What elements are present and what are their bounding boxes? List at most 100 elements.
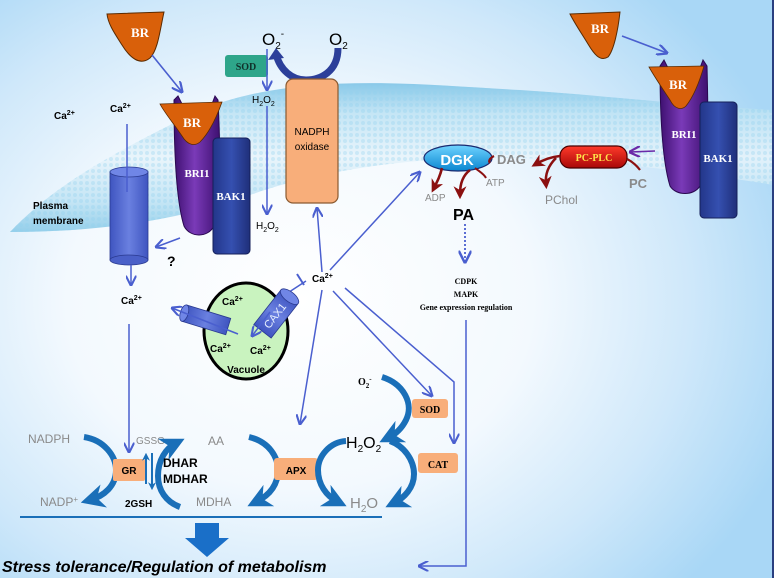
dgk-enzyme: DGK [423,144,493,172]
gr-label: GR [122,466,138,477]
left-bri1-label: BRI1 [184,168,209,180]
sod-top-box: SOD [225,55,268,77]
right-br-bound-label: BR [669,77,688,92]
outcome-down-arrow [185,523,229,557]
ca-vacuole-1: Ca2+ [222,296,243,308]
ca-vacuole-2: Ca2+ [210,343,231,355]
cat-enzyme-box: CAT [418,453,458,473]
nadph-oxidase-reaction-arrowhead [268,48,284,60]
ca-to-sod-arrow [332,290,432,396]
right-bri1-label: BRI1 [671,129,696,141]
left-br-free-label: BR [131,25,150,40]
dag-input-curve [488,155,495,164]
pc-plc-to-dag-arrow [531,154,561,167]
dgk-label: DGK [440,152,474,169]
unknown-mechanism-mark: ? [167,253,176,269]
superoxide-top: O2- [262,29,284,52]
mdhar-label: MDHAR [163,472,208,486]
br-binding-arrow-left [151,54,182,92]
svg-text:SOD: SOD [236,62,257,73]
gene-expression-label: Gene expression regulation [420,303,513,312]
ca-vacuole-3: Ca2+ [250,345,271,357]
cax1-uptake-arrow [252,311,271,336]
svg-text:oxidase: oxidase [295,142,330,153]
atp-label: ATP [486,178,505,189]
pc-label: PC [629,176,648,191]
gsh-label: 2GSH [125,499,152,510]
left-br-bound-label: BR [183,115,202,130]
ca-to-cat-arrow [344,287,454,443]
gr-enzyme-box: GR [113,459,145,481]
br-binding-arrow-right [621,35,667,53]
left-br-bound: BR [159,101,223,145]
dag-label: DAG [497,152,526,167]
nadp-label: NADP+ [40,495,78,509]
bak1-to-channel-arrow [156,237,181,247]
ca-to-dgk-arrow [329,172,420,271]
vacuole-label: Vacuole [227,365,265,376]
h2o2-center-label: H2O2 [346,435,382,455]
left-bak1-coreceptor: BAK1 [212,137,251,255]
nadph-label: NADPH [28,432,70,446]
ca-to-apx-arrow [300,289,323,424]
left-bak1-label: BAK1 [216,191,245,203]
vacuole: Vacuole Ca2+ Ca2+ Ca2+ [202,281,290,381]
ca-to-nadph-oxidase-arrow [317,208,322,273]
dgk-to-adp-arrow [431,167,444,193]
nadph-oxidase: NADPH oxidase [285,78,339,204]
sod-lower-box: SOD [412,399,448,418]
h2o-label: H2O [350,495,378,515]
gr-cofactor-arc [80,434,120,508]
membrane-label-line1: Plasma [33,201,68,212]
sod-lower-label: SOD [420,405,441,416]
cax1-transporter: CAX1 [253,288,300,339]
ca-cytosolic-left: Ca2+ [121,295,142,307]
mapk-label: MAPK [454,290,479,299]
dhar-mdhar-arc [154,438,185,510]
right-br-free-label: BR [591,21,610,36]
apx-label: APX [286,466,307,477]
pa-label: PA [453,207,474,224]
ca-cytosolic-center: Ca2+ [312,273,333,285]
dhar-label: DHAR [163,456,198,470]
cax1-inhibition-bar [296,273,305,286]
ca-external-2: Ca2+ [110,103,131,115]
sod-dismutation-arc [379,374,412,443]
gssg-label: GSSG [136,436,165,447]
apx-h2o2-arc [314,438,347,507]
dgk-to-pa-arrow [453,168,471,200]
adp-label: ADP [425,193,446,204]
cat-decomposition-arc [385,438,418,508]
cat-label: CAT [428,460,449,471]
aa-label: AA [208,434,224,448]
pc-plc-enzyme: PC-PLC [559,145,628,169]
vacuole-ca-release-arrow [172,308,239,335]
apx-enzyme-box: APX [274,458,318,480]
bri1-to-pc-plc-arrow [630,151,656,152]
atp-input-curve [474,167,487,179]
pchol-label: PChol [545,193,578,207]
h2o2-top-2: H2O2 [256,221,279,234]
cdpk-label: CDPK [455,277,478,286]
svg-text:NADPH: NADPH [294,127,329,138]
oxygen-top: O2 [329,30,348,52]
left-br-free: BR [106,11,165,62]
mdha-label: MDHA [196,495,231,509]
pc-plc-to-pchol-arrow [538,157,557,190]
pc-input-curve [626,158,641,171]
right-bak1-label: BAK1 [703,153,732,165]
h2o2-top-1: H2O2 [252,95,275,108]
nadph-oxidase-reaction-arc [272,47,342,84]
outcome-label: Stress tolerance/Regulation of metabolis… [2,559,327,576]
gene-expression-to-outcome-arrow [419,320,467,566]
right-br-bound: BR [648,65,705,109]
membrane-label-line2: membrane [33,216,84,227]
right-br-free: BR [569,11,621,59]
o2-superoxide-lower: O2- [358,375,372,390]
right-bak1-coreceptor: BAK1 [699,101,738,219]
calcium-channel [109,166,149,266]
pc-plc-label: PC-PLC [576,153,613,164]
ca-external-1: Ca2+ [54,110,75,122]
